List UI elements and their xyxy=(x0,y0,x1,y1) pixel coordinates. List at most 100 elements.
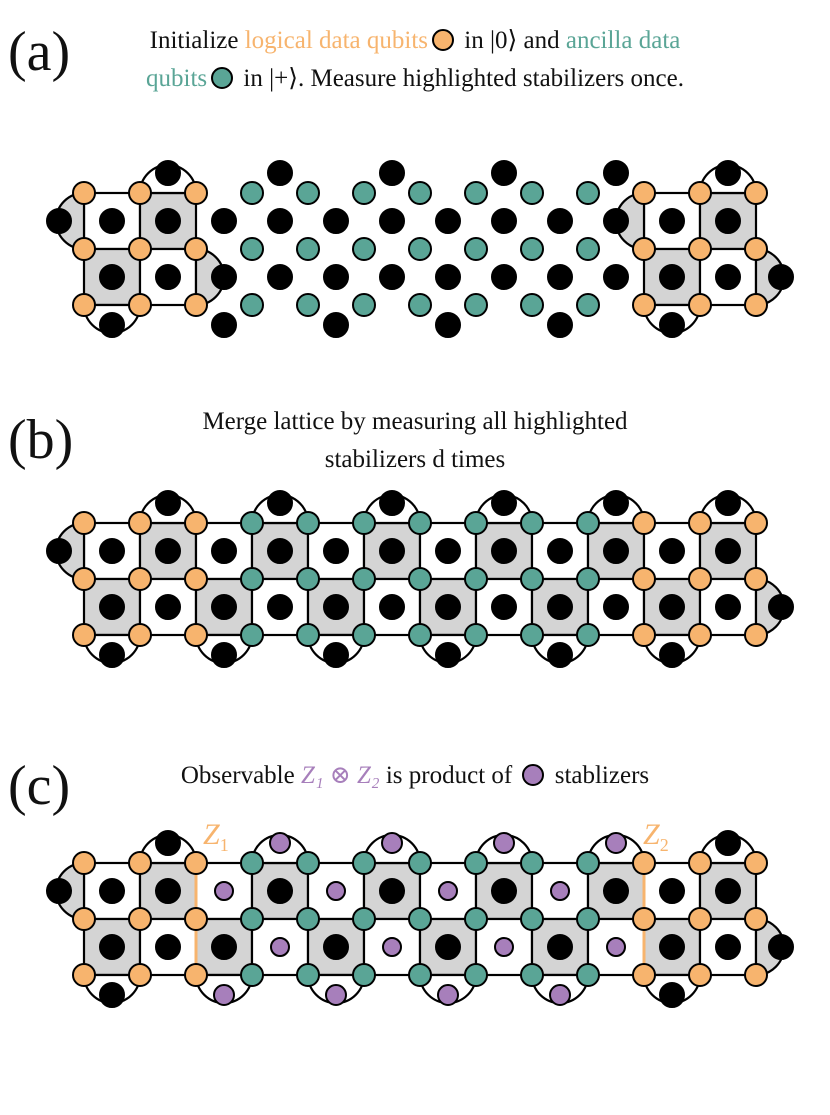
logical-data-qubit xyxy=(744,851,768,875)
measure-qubit xyxy=(267,160,293,186)
ancilla-data-label-1: ancilla data xyxy=(565,27,681,54)
measure-qubit xyxy=(768,264,794,290)
measure-qubit xyxy=(155,934,181,960)
ancilla-data-qubit xyxy=(352,181,376,205)
measure-qubit xyxy=(435,264,461,290)
measure-qubit xyxy=(435,312,461,338)
logical-data-qubit xyxy=(72,237,96,261)
measure-qubit xyxy=(491,208,517,234)
logical-data-qubit xyxy=(128,907,152,931)
logical-data-qubit xyxy=(632,181,656,205)
measure-qubit xyxy=(491,538,517,564)
ancilla-data-qubit xyxy=(408,181,432,205)
measure-qubit xyxy=(211,312,237,338)
ancilla-data-qubit xyxy=(464,567,488,591)
caption-c-text-2: is product of xyxy=(379,762,519,789)
logical-data-qubit xyxy=(744,963,768,987)
observable-stabilizer-qubit xyxy=(269,832,291,854)
logical-data-qubit xyxy=(184,907,208,931)
observable-stabilizer-qubit xyxy=(605,832,627,854)
measure-qubit xyxy=(155,538,181,564)
observable-stabilizer-qubit xyxy=(213,984,235,1006)
caption-a-text-3: in |+⟩. Measure highlighted stabilizers … xyxy=(237,65,684,92)
ancilla-data-qubit xyxy=(352,623,376,647)
ancilla-data-qubit xyxy=(576,237,600,261)
ancilla-data-qubit xyxy=(352,567,376,591)
teal-qubit-icon xyxy=(211,67,234,89)
ancilla-data-qubit xyxy=(576,293,600,317)
logical-data-qubit xyxy=(688,237,712,261)
measure-qubit xyxy=(267,878,293,904)
measure-qubit xyxy=(379,264,405,290)
logical-data-qubit xyxy=(128,511,152,535)
measure-qubit xyxy=(547,312,573,338)
measure-qubit xyxy=(715,538,741,564)
logical-data-qubits-label: logical data qubits xyxy=(244,27,429,54)
z1-label: Z1 xyxy=(203,818,229,855)
ancilla-data-qubit xyxy=(240,511,264,535)
measure-qubit xyxy=(603,490,629,516)
measure-qubit xyxy=(155,594,181,620)
ancilla-data-qubit xyxy=(464,293,488,317)
measure-qubit xyxy=(46,208,72,234)
logical-data-qubit xyxy=(632,567,656,591)
ancilla-data-qubit xyxy=(464,907,488,931)
lattice-c xyxy=(46,830,794,1008)
measure-qubit xyxy=(99,934,125,960)
stabilizer-plaquette xyxy=(530,577,590,637)
ancilla-data-qubit xyxy=(408,907,432,931)
ancilla-data-qubit xyxy=(352,963,376,987)
measure-qubit xyxy=(379,160,405,186)
measure-qubit xyxy=(155,490,181,516)
observable-stabilizer-qubit xyxy=(270,937,290,957)
measure-qubit xyxy=(435,538,461,564)
lattice-a xyxy=(46,160,794,338)
ancilla-data-qubit xyxy=(576,623,600,647)
measure-qubit xyxy=(435,208,461,234)
logical-data-qubit xyxy=(632,511,656,535)
measure-qubit xyxy=(99,982,125,1008)
ancilla-data-qubit xyxy=(352,293,376,317)
ancilla-data-qubit xyxy=(296,181,320,205)
measure-qubit xyxy=(715,264,741,290)
measure-qubit xyxy=(267,594,293,620)
observable-stabilizer-qubit xyxy=(382,937,402,957)
ancilla-data-qubit xyxy=(576,851,600,875)
ancilla-data-qubit xyxy=(352,907,376,931)
measure-qubit xyxy=(99,208,125,234)
measure-qubit xyxy=(491,594,517,620)
z2-label: Z2 xyxy=(643,818,669,855)
ancilla-data-label-2: qubits xyxy=(146,65,208,92)
panel-c-caption: Observable Z₁ ⊗ Z₂ is product of stabliz… xyxy=(0,757,830,795)
ancilla-data-qubit xyxy=(240,907,264,931)
ancilla-data-qubit xyxy=(296,907,320,931)
observable-stabilizer-qubit xyxy=(493,832,515,854)
logical-data-qubit xyxy=(72,567,96,591)
ancilla-data-qubit xyxy=(408,623,432,647)
measure-qubit xyxy=(603,208,629,234)
measure-qubit xyxy=(491,264,517,290)
measure-qubit xyxy=(715,878,741,904)
measure-qubit xyxy=(715,830,741,856)
measure-qubit xyxy=(99,312,125,338)
measure-qubit xyxy=(267,208,293,234)
ancilla-data-qubit xyxy=(464,963,488,987)
ancilla-data-qubit xyxy=(464,851,488,875)
measure-qubit xyxy=(491,878,517,904)
measure-qubit xyxy=(659,982,685,1008)
ancilla-data-qubit xyxy=(520,567,544,591)
logical-data-qubit xyxy=(72,907,96,931)
measure-qubit xyxy=(323,208,349,234)
ancilla-data-qubit xyxy=(408,511,432,535)
measure-qubit xyxy=(603,594,629,620)
ancilla-data-qubit xyxy=(296,237,320,261)
observable-stabilizer-qubit xyxy=(438,881,458,901)
panel-b-label: (b) xyxy=(8,409,74,471)
measure-qubit xyxy=(155,830,181,856)
logical-data-qubit xyxy=(632,237,656,261)
logical-data-qubit xyxy=(688,511,712,535)
logical-data-qubit xyxy=(688,181,712,205)
measure-qubit xyxy=(715,934,741,960)
measure-qubit xyxy=(547,642,573,668)
panel-b-caption: Merge lattice by measuring all highlight… xyxy=(0,403,830,479)
